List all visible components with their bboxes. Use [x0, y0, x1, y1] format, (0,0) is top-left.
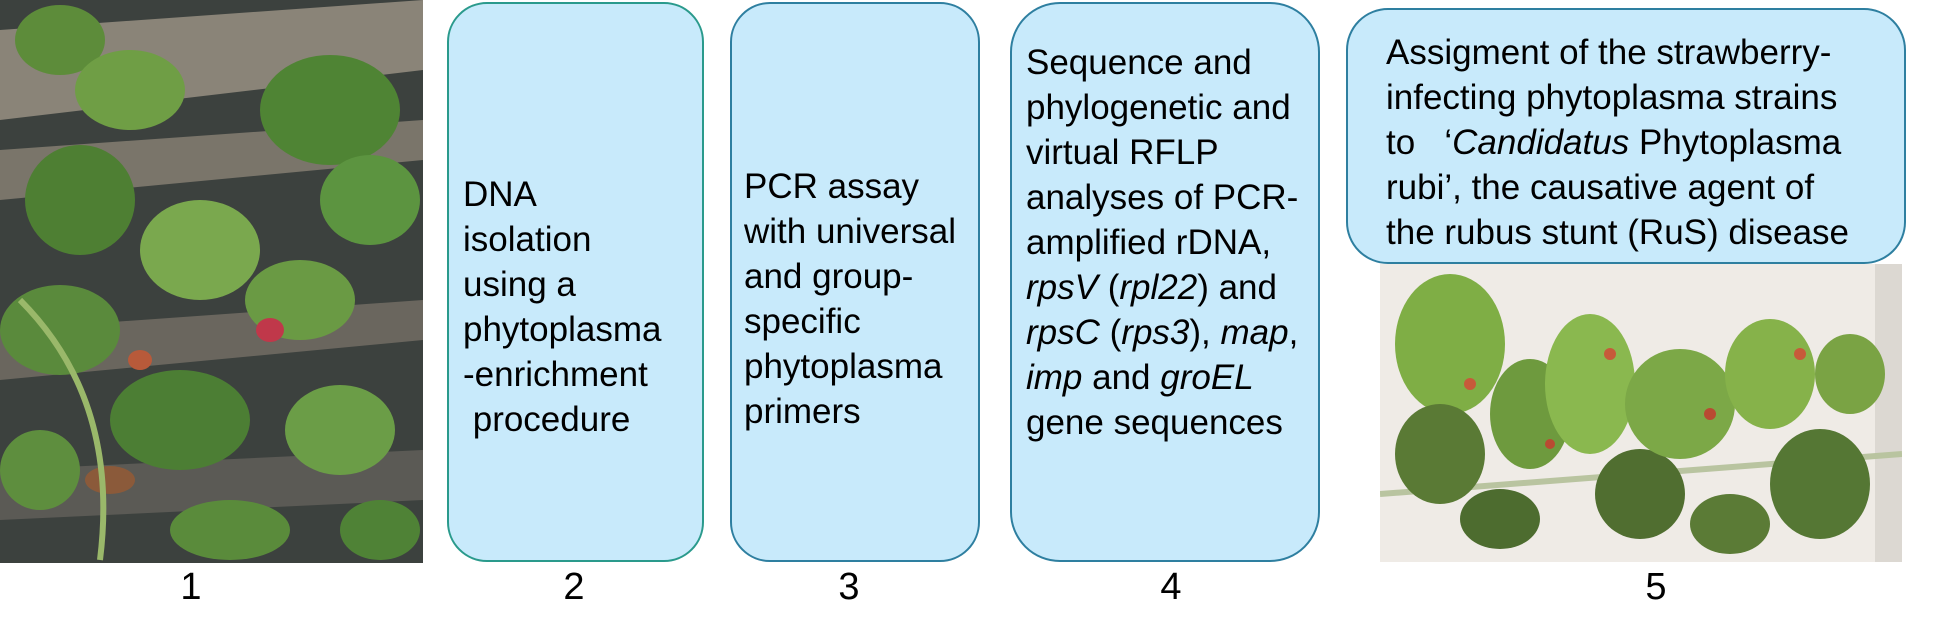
step-4-line: gene sequences: [1026, 403, 1283, 442]
step-3-line: with universal: [744, 212, 957, 251]
step-4-line: analyses of PCR-: [1026, 178, 1299, 217]
step-2-text: DNA isolation using a phytoplasma -enric…: [463, 172, 661, 442]
step-box-4: Sequence and phylogenetic and virtual RF…: [1010, 2, 1320, 562]
gene-name: map: [1220, 313, 1289, 352]
step-4-line: phylogenetic and: [1026, 88, 1291, 127]
step-5-prefix: to ‘: [1386, 123, 1453, 162]
gene-name: groEL: [1160, 358, 1254, 397]
step-4-connector: and: [1208, 268, 1277, 307]
step-4-line: amplified rDNA,: [1026, 223, 1272, 262]
gene-name: rpsC: [1026, 313, 1100, 352]
step-3-text: PCR assay with universal and group- spec…: [744, 164, 956, 434]
step-2-line: DNA: [463, 175, 537, 214]
step-5-text: Assigment of the strawberry- infecting p…: [1386, 30, 1849, 255]
step-5-line: infecting phytoplasma strains: [1386, 78, 1838, 117]
step-number-5: 5: [1645, 566, 1667, 608]
step-3-line: phytoplasma: [744, 347, 943, 386]
step-4-line: imp and groEL: [1026, 355, 1298, 400]
step-2-line: isolation: [463, 220, 592, 259]
step-5-line: Assigment of the strawberry-: [1386, 33, 1832, 72]
step-5-line: rubi’, the causative agent of: [1386, 168, 1815, 207]
step-5-line: the rubus stunt (RuS) disease: [1386, 213, 1850, 252]
step-4-line: rpsV (rpl22) and: [1026, 268, 1277, 307]
rubus-stunt-plant-photo: [1380, 264, 1902, 562]
strawberry-field-photo: [0, 0, 423, 563]
step-4-line: virtual RFLP: [1026, 133, 1219, 172]
candidatus-term: Candidatus: [1452, 123, 1630, 162]
gene-name: rpsV: [1026, 268, 1098, 307]
step-2-line: phytoplasma: [463, 310, 662, 349]
gene-name: imp: [1026, 358, 1083, 397]
step-2-line: -enrichment: [463, 355, 648, 394]
gene-name: rps3: [1121, 313, 1190, 352]
step-3-line: PCR assay: [744, 167, 920, 206]
step-5-suffix: Phytoplasma: [1629, 123, 1842, 162]
step-2-line: using a: [463, 265, 576, 304]
step-number-3: 3: [838, 566, 860, 608]
step-4-text: Sequence and phylogenetic and virtual RF…: [1026, 40, 1298, 445]
step-box-2: DNA isolation using a phytoplasma -enric…: [447, 2, 704, 562]
step-3-line: primers: [744, 392, 861, 431]
step-4-line: rpsC (rps3), map,: [1026, 313, 1299, 352]
step-2-line: procedure: [463, 400, 631, 439]
gene-name: rpl22: [1119, 268, 1198, 307]
step-4-connector: and: [1082, 358, 1161, 397]
step-box-3: PCR assay with universal and group- spec…: [730, 2, 980, 562]
step-4-line: Sequence and: [1026, 43, 1252, 82]
step-number-2: 2: [563, 566, 585, 608]
step-3-line: and group-: [744, 257, 914, 296]
step-number-4: 4: [1160, 566, 1182, 608]
step-number-1: 1: [180, 566, 202, 608]
step-box-5: Assigment of the strawberry- infecting p…: [1346, 8, 1906, 264]
step-5-line: to ‘Candidatus Phytoplasma: [1386, 120, 1849, 165]
step-3-line: specific: [744, 302, 861, 341]
